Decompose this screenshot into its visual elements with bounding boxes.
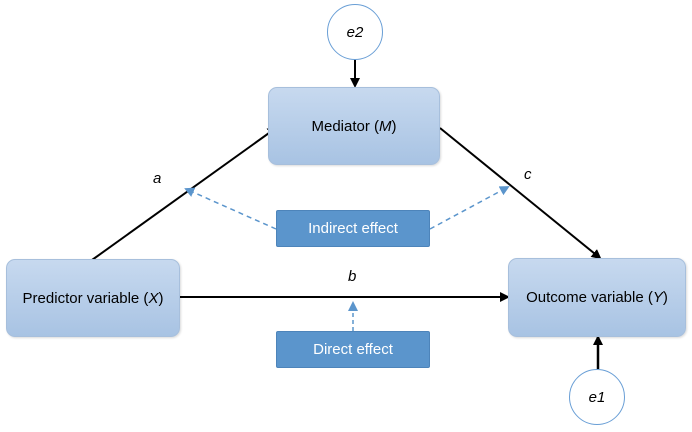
predictor-label: Predictor variable (X): [22, 289, 164, 307]
arrow-path-c: [439, 127, 602, 260]
path-label-c: c: [524, 166, 532, 183]
direct-effect-label: Direct effect: [313, 341, 393, 358]
mediator-box: Mediator (M): [268, 87, 440, 165]
dashed-arrow-indirect-a: [184, 187, 277, 230]
dashed-arrow-indirect-c: [429, 186, 510, 230]
arrow-path-a: [91, 126, 278, 261]
error-label-e1: e1: [588, 388, 606, 406]
predictor-box: Predictor variable (X): [6, 259, 180, 337]
error-circle-e2: e2: [327, 4, 383, 60]
path-label-a: a: [153, 170, 162, 187]
indirect-effect-label: Indirect effect: [308, 220, 398, 237]
error-label-e2: e2: [346, 23, 364, 41]
direct-effect-box: Direct effect: [276, 331, 430, 368]
path-label-b: b: [348, 268, 357, 285]
outcome-label: Outcome variable (Y): [526, 289, 668, 306]
error-circle-e1: e1: [569, 369, 625, 425]
outcome-box: Outcome variable (Y): [508, 258, 686, 337]
mediator-label: Mediator (M): [311, 117, 397, 135]
indirect-effect-box: Indirect effect: [276, 210, 430, 247]
